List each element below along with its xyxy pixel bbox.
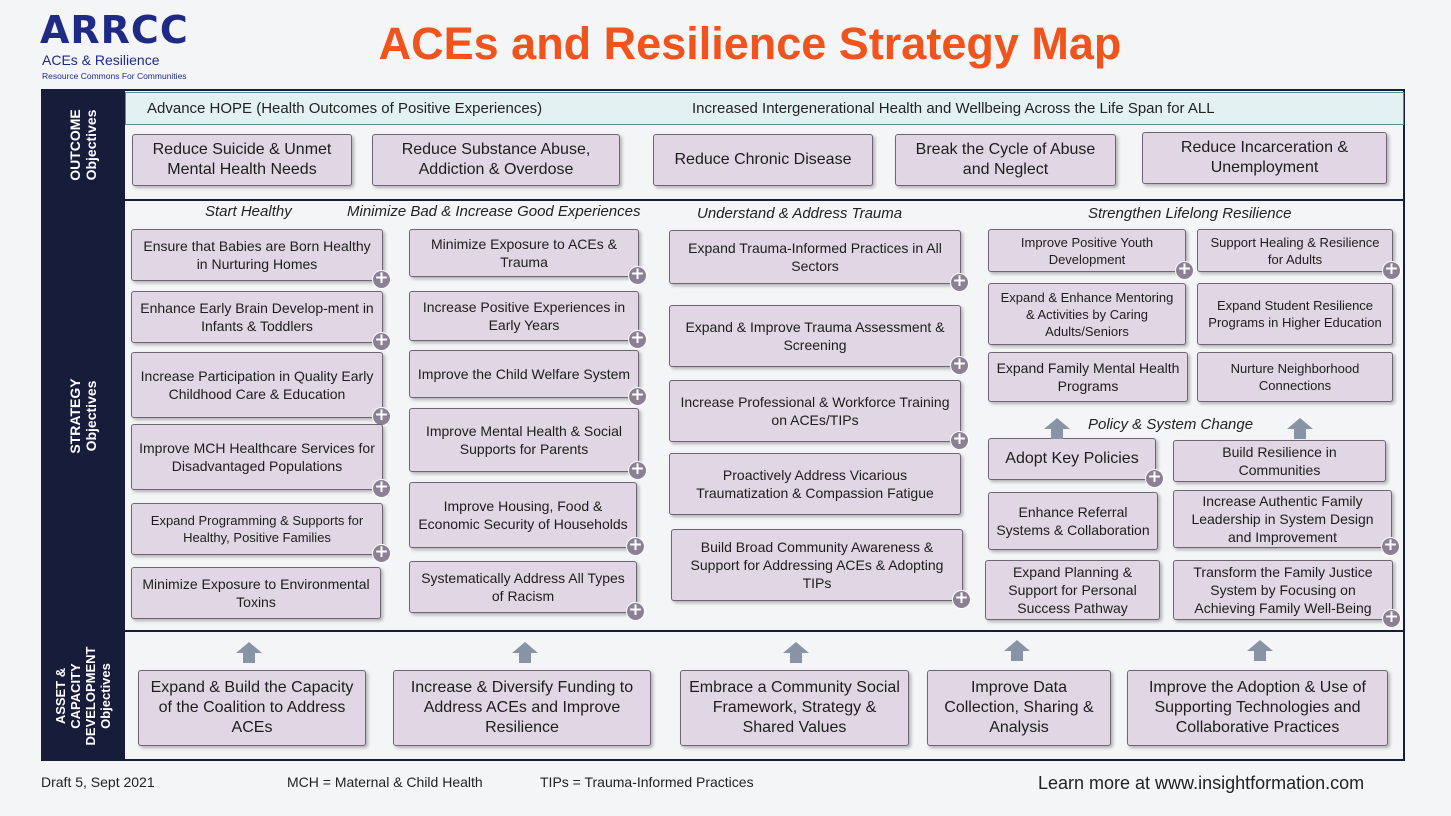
strategy-box: Expand & Enhance Mentoring & Activities … (988, 283, 1186, 345)
strategy-box: Increase Professional & Workforce Traini… (669, 380, 969, 450)
expand-plus-icon[interactable]: + (628, 387, 647, 406)
strategy-box: Expand & Improve Trauma Assessment & Scr… (669, 305, 969, 375)
strategy-box: Increase Authentic Family Leadership in … (1173, 490, 1400, 556)
expand-plus-icon[interactable]: + (626, 537, 645, 556)
expand-plus-icon[interactable]: + (1175, 261, 1194, 280)
expand-plus-icon[interactable]: + (952, 590, 971, 609)
outcome-box: Reduce Substance Abuse, Addiction & Over… (372, 134, 620, 186)
expand-plus-icon[interactable]: + (950, 356, 969, 375)
expand-plus-icon[interactable]: + (1382, 609, 1401, 628)
strategy-box: Enhance Early Brain Develop-ment in Infa… (131, 291, 391, 351)
strategy-box: Minimize Exposure to Environmental Toxin… (131, 567, 381, 619)
tips-definition: TIPs = Trauma-Informed Practices (540, 774, 754, 790)
asset-box: Expand & Build the Capacity of the Coali… (138, 670, 366, 746)
strategy-box: Improve Positive Youth Development+ (988, 229, 1194, 280)
outcome-box: Reduce Suicide & Unmet Mental Health Nee… (132, 134, 352, 186)
strategy-box: Improve MCH Healthcare Services for Disa… (131, 424, 391, 498)
asset-box: Increase & Diversify Funding to Address … (393, 670, 651, 746)
strategy-box: Ensure that Babies are Born Healthy in N… (131, 229, 391, 289)
strategy-box: Expand Trauma-Informed Practices in All … (669, 230, 969, 292)
expand-plus-icon[interactable]: + (372, 332, 391, 351)
expand-plus-icon[interactable]: + (372, 270, 391, 289)
expand-plus-icon[interactable]: + (950, 273, 969, 292)
strategy-box: Enhance Referral Systems & Collaboration (988, 492, 1158, 550)
outcome-box: Reduce Incarceration & Unemployment (1142, 132, 1387, 184)
strategy-box: Proactively Address Vicarious Traumatiza… (669, 453, 961, 515)
up-arrow-icon (1287, 418, 1313, 440)
strategy-box: Build Resilience in Communities (1173, 440, 1386, 482)
strategy-box: Improve the Child Welfare System+ (409, 350, 647, 406)
hope-left-text: Advance HOPE (Health Outcomes of Positiv… (147, 100, 543, 117)
up-arrow-icon (1044, 418, 1070, 440)
heading-start-healthy: Start Healthy (205, 203, 292, 220)
expand-plus-icon[interactable]: + (1381, 537, 1400, 556)
learn-more-link[interactable]: Learn more at www.insightformation.com (1038, 773, 1365, 793)
strategy-box: Build Broad Community Awareness & Suppor… (671, 529, 971, 609)
draft-label: Draft 5, Sept 2021 (41, 774, 155, 790)
strategy-box: Expand Planning & Support for Personal S… (985, 560, 1160, 620)
strategy-box: Expand Family Mental Health Programs (988, 352, 1188, 402)
strategy-box: Transform the Family Justice System by F… (1173, 560, 1401, 628)
strategy-box: Increase Positive Experiences in Early Y… (409, 291, 647, 349)
strategy-box: Improve Mental Health & Social Supports … (409, 408, 647, 480)
strategy-box: Improve Housing, Food & Economic Securit… (409, 482, 645, 556)
logo-mark: ARRCC (40, 8, 189, 52)
strategy-box: Nurture Neighborhood Connections (1197, 352, 1393, 402)
logo-tagline: Resource Commons For Communities (42, 71, 187, 81)
asset-section (123, 630, 1405, 761)
up-arrow-icon (512, 642, 538, 664)
outcome-box: Reduce Chronic Disease (653, 134, 873, 186)
expand-plus-icon[interactable]: + (372, 544, 391, 563)
strategy-box: Expand Programming & Supports for Health… (131, 503, 391, 563)
expand-plus-icon[interactable]: + (626, 602, 645, 621)
asset-box: Improve the Adoption & Use of Supporting… (1127, 670, 1388, 746)
expand-plus-icon[interactable]: + (628, 461, 647, 480)
strategy-box: Support Healing & Resilience for Adults+ (1197, 229, 1401, 280)
logo: ARRCC ACEs & Resilience Resource Commons… (40, 10, 190, 82)
heading-policy-system-change: Policy & System Change (1088, 416, 1254, 433)
strategy-box: Systematically Address All Types of Raci… (409, 561, 645, 621)
heading-understand-trauma: Understand & Address Trauma (697, 205, 903, 222)
hope-right-text: Increased Intergenerational Health and W… (692, 100, 1215, 117)
asset-box: Improve Data Collection, Sharing & Analy… (927, 670, 1111, 746)
expand-plus-icon[interactable]: + (628, 330, 647, 349)
up-arrow-icon (236, 642, 262, 664)
expand-plus-icon[interactable]: + (1145, 469, 1164, 488)
strategy-box: Increase Participation in Quality Early … (131, 352, 391, 426)
expand-plus-icon[interactable]: + (628, 266, 647, 285)
logo-subtitle: ACEs & Resilience (42, 52, 160, 68)
outcome-box: Break the Cycle of Abuse and Neglect (895, 134, 1116, 186)
page-title: ACEs and Resilience Strategy Map (378, 18, 1122, 69)
mch-definition: MCH = Maternal & Child Health (287, 774, 483, 790)
strategy-box: Adopt Key Policies+ (988, 438, 1164, 488)
asset-box: Embrace a Community Social Framework, St… (680, 670, 909, 746)
expand-plus-icon[interactable]: + (372, 479, 391, 498)
heading-minimize-bad: Minimize Bad & Increase Good Experiences (347, 203, 641, 220)
up-arrow-icon (783, 642, 809, 664)
hope-banner: Advance HOPE (Health Outcomes of Positiv… (125, 92, 1404, 125)
up-arrow-icon (1004, 640, 1030, 662)
up-arrow-icon (1247, 640, 1273, 662)
strategy-box: Expand Student Resilience Programs in Hi… (1197, 283, 1393, 345)
heading-strengthen-resilience: Strengthen Lifelong Resilience (1088, 205, 1292, 222)
expand-plus-icon[interactable]: + (1382, 261, 1401, 280)
strategy-box: Minimize Exposure to ACEs & Trauma+ (409, 229, 647, 285)
expand-plus-icon[interactable]: + (950, 431, 969, 450)
